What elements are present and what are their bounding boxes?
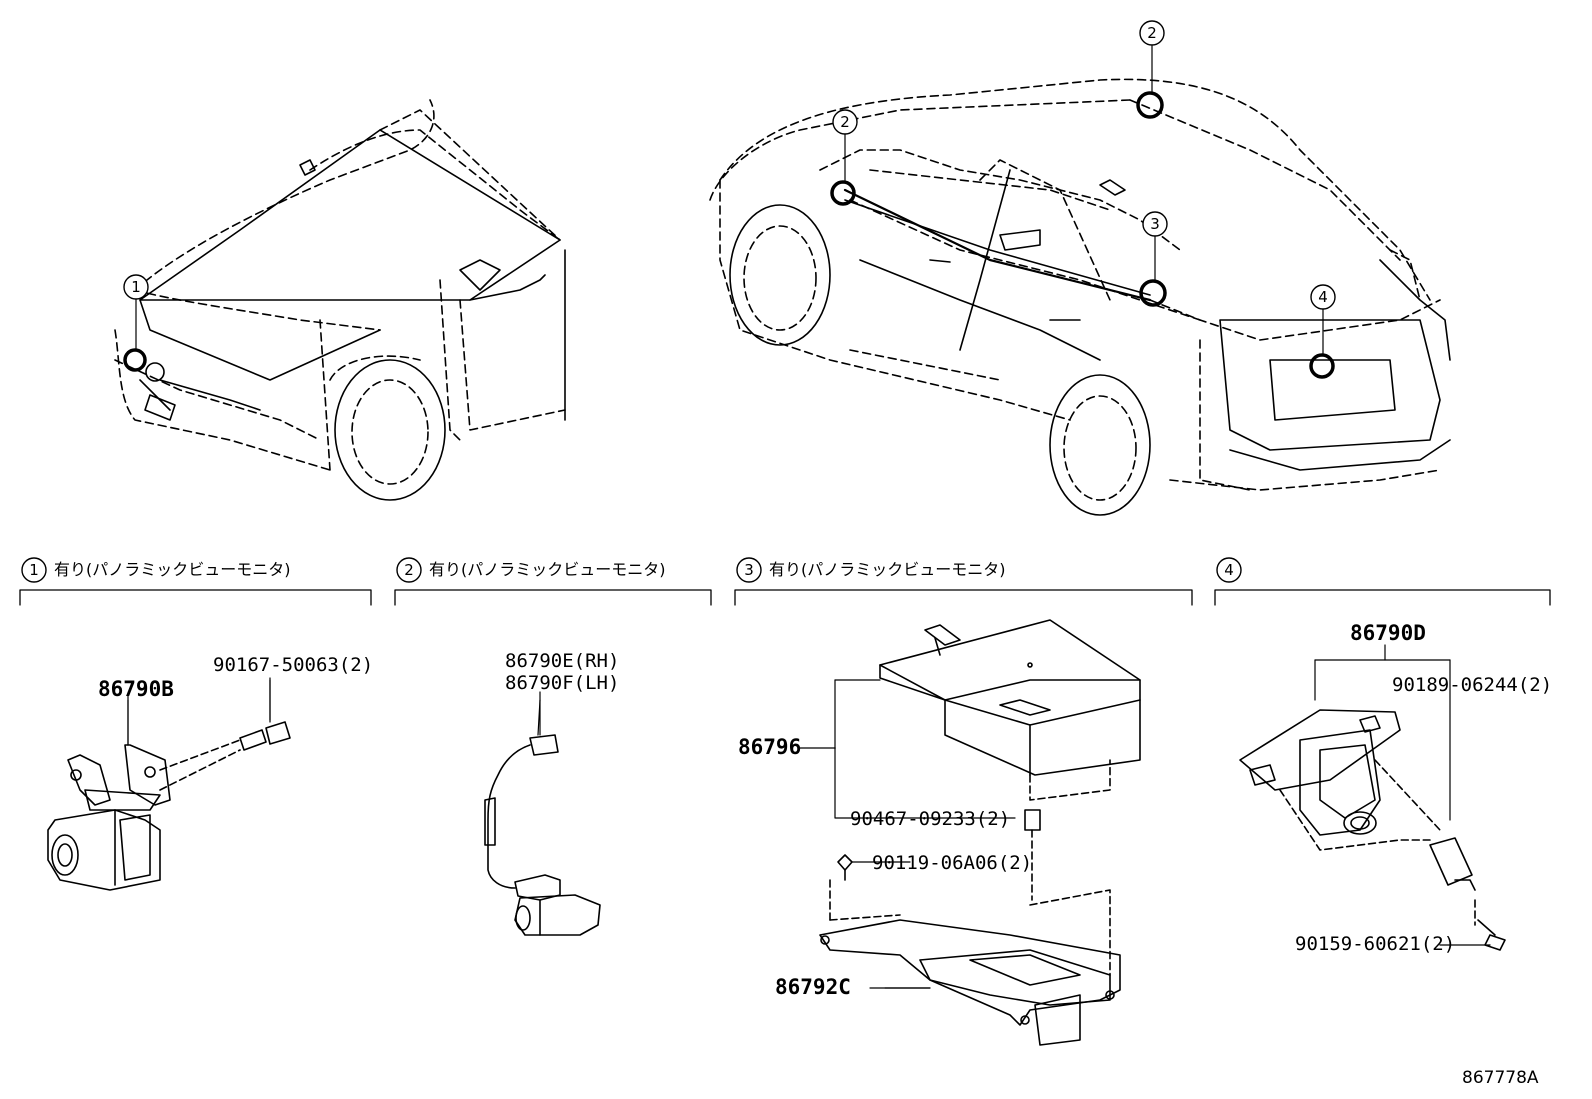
section-2-title: 有り(パノラミックビューモニタ) (429, 560, 666, 579)
rear-camera-86790D (1239, 644, 1506, 951)
section-4-number: 4 (1224, 561, 1234, 579)
callout-2a: 2 (840, 113, 850, 131)
ecu-assembly (819, 619, 1141, 1046)
callout-4: 4 (1318, 288, 1328, 306)
callout-1: 1 (131, 278, 141, 296)
part-86790B: 86790B (98, 677, 174, 701)
part-90189-06244: 90189-06244(2) (1392, 674, 1553, 696)
callout-3: 3 (1150, 215, 1160, 233)
callout-circles (123, 20, 1336, 310)
part-86792C: 86792C (775, 975, 851, 999)
part-90119-06A06: 90119-06A06(2) (872, 852, 1033, 874)
part-90467-09233: 90467-09233(2) (850, 808, 1011, 830)
front-car-illustration (114, 99, 566, 501)
front-camera-86790B (47, 679, 291, 891)
part-leaders (127, 677, 1491, 989)
part-86796: 86796 (738, 735, 802, 759)
rear-car-illustration (709, 78, 1451, 516)
part-86790D: 86790D (1350, 621, 1426, 645)
part-86790F-LH: 86790F(LH) (505, 672, 620, 694)
section-1-title: 有り(パノラミックビューモニタ) (54, 560, 291, 579)
reference-number: 867778A (1462, 1068, 1539, 1088)
section-2-number: 2 (404, 561, 414, 579)
side-camera-86790EF (484, 699, 601, 936)
section-1-number: 1 (29, 561, 39, 579)
section-brackets (19, 589, 1551, 606)
callout-leaders (135, 45, 1324, 356)
part-86790E-RH: 86790E(RH) (505, 650, 620, 672)
callout-2b: 2 (1147, 24, 1157, 42)
section-3-title: 有り(パノラミックビューモニタ) (769, 560, 1006, 579)
section-3-number: 3 (744, 561, 754, 579)
part-90159-60621: 90159-60621(2) (1295, 933, 1456, 955)
part-90167-50063: 90167-50063(2) (213, 654, 374, 676)
